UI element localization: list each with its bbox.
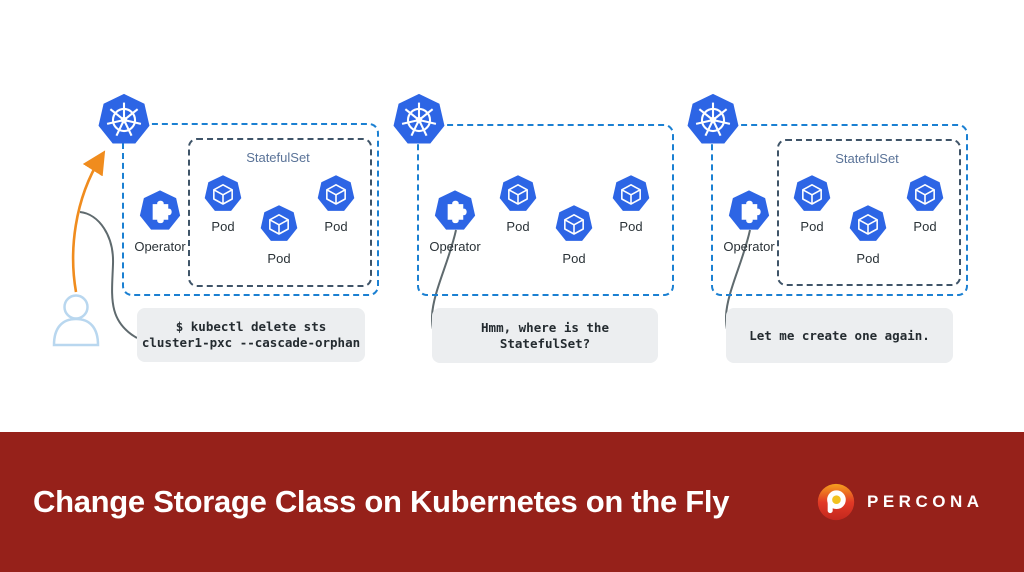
bubble-text-line: $ kubectl delete sts (175, 319, 327, 334)
speech-bubble-kubectl: $ kubectl delete sts cluster1-pxc --casc… (137, 308, 365, 362)
bubble-text-line: cluster1-pxc --cascade-orphan (141, 335, 361, 350)
pod-icon (258, 204, 300, 244)
pod-label: Pod (506, 219, 530, 234)
speech-bubble-recreate: Let me create one again. (726, 308, 953, 363)
page-title: Change Storage Class on Kubernetes on th… (33, 484, 730, 519)
title-banner: Change Storage Class on Kubernetes on th… (0, 432, 1024, 572)
pod-icon (847, 204, 889, 244)
statefulset-label: StatefulSet (835, 151, 899, 166)
statefulset-label: StatefulSet (246, 150, 310, 165)
percona-logo: PERCONA (816, 482, 984, 522)
pod-label: Pod (800, 219, 824, 234)
operator-label: Operator (429, 239, 481, 254)
pod-icon (904, 174, 946, 214)
pod-label: Pod (856, 251, 880, 266)
pod-label: Pod (267, 251, 291, 266)
percona-logo-icon (817, 483, 855, 521)
cluster-box (711, 124, 968, 296)
pod-icon (610, 174, 652, 214)
pod-label: Pod (913, 219, 937, 234)
kubectl-arrow (71, 150, 106, 293)
bubble1-connector (79, 211, 138, 339)
kubernetes-icon (390, 92, 448, 148)
bubble-text-line: Let me create one again. (749, 327, 930, 343)
pod-label: Pod (562, 251, 586, 266)
bubble-text-line: StatefulSet? (499, 335, 591, 351)
kubernetes-icon (95, 92, 153, 148)
operator-icon (137, 189, 183, 233)
pod-icon (202, 174, 244, 214)
statefulset-box (777, 139, 961, 286)
statefulset-box (188, 138, 372, 287)
pod-icon (497, 174, 539, 214)
pod-icon (553, 204, 595, 244)
pod-label: Pod (619, 219, 643, 234)
connector-layer (52, 150, 751, 347)
bubble-text-line: Hmm, where is the (481, 319, 609, 335)
pod-label: Pod (211, 219, 235, 234)
operator-icon (432, 189, 478, 233)
pod-icon (315, 174, 357, 214)
cluster-box (122, 123, 379, 296)
speech-bubble-question: Hmm, where is the StatefulSet? (432, 308, 658, 363)
pod-icon (791, 174, 833, 214)
operator-icon (726, 189, 772, 233)
operator-label: Operator (134, 239, 186, 254)
kubernetes-icon (684, 92, 742, 148)
operator-label: Operator (723, 239, 775, 254)
cluster-box (417, 124, 674, 296)
pod-label: Pod (324, 219, 348, 234)
person-icon (52, 294, 100, 347)
percona-wordmark: PERCONA (867, 492, 984, 511)
